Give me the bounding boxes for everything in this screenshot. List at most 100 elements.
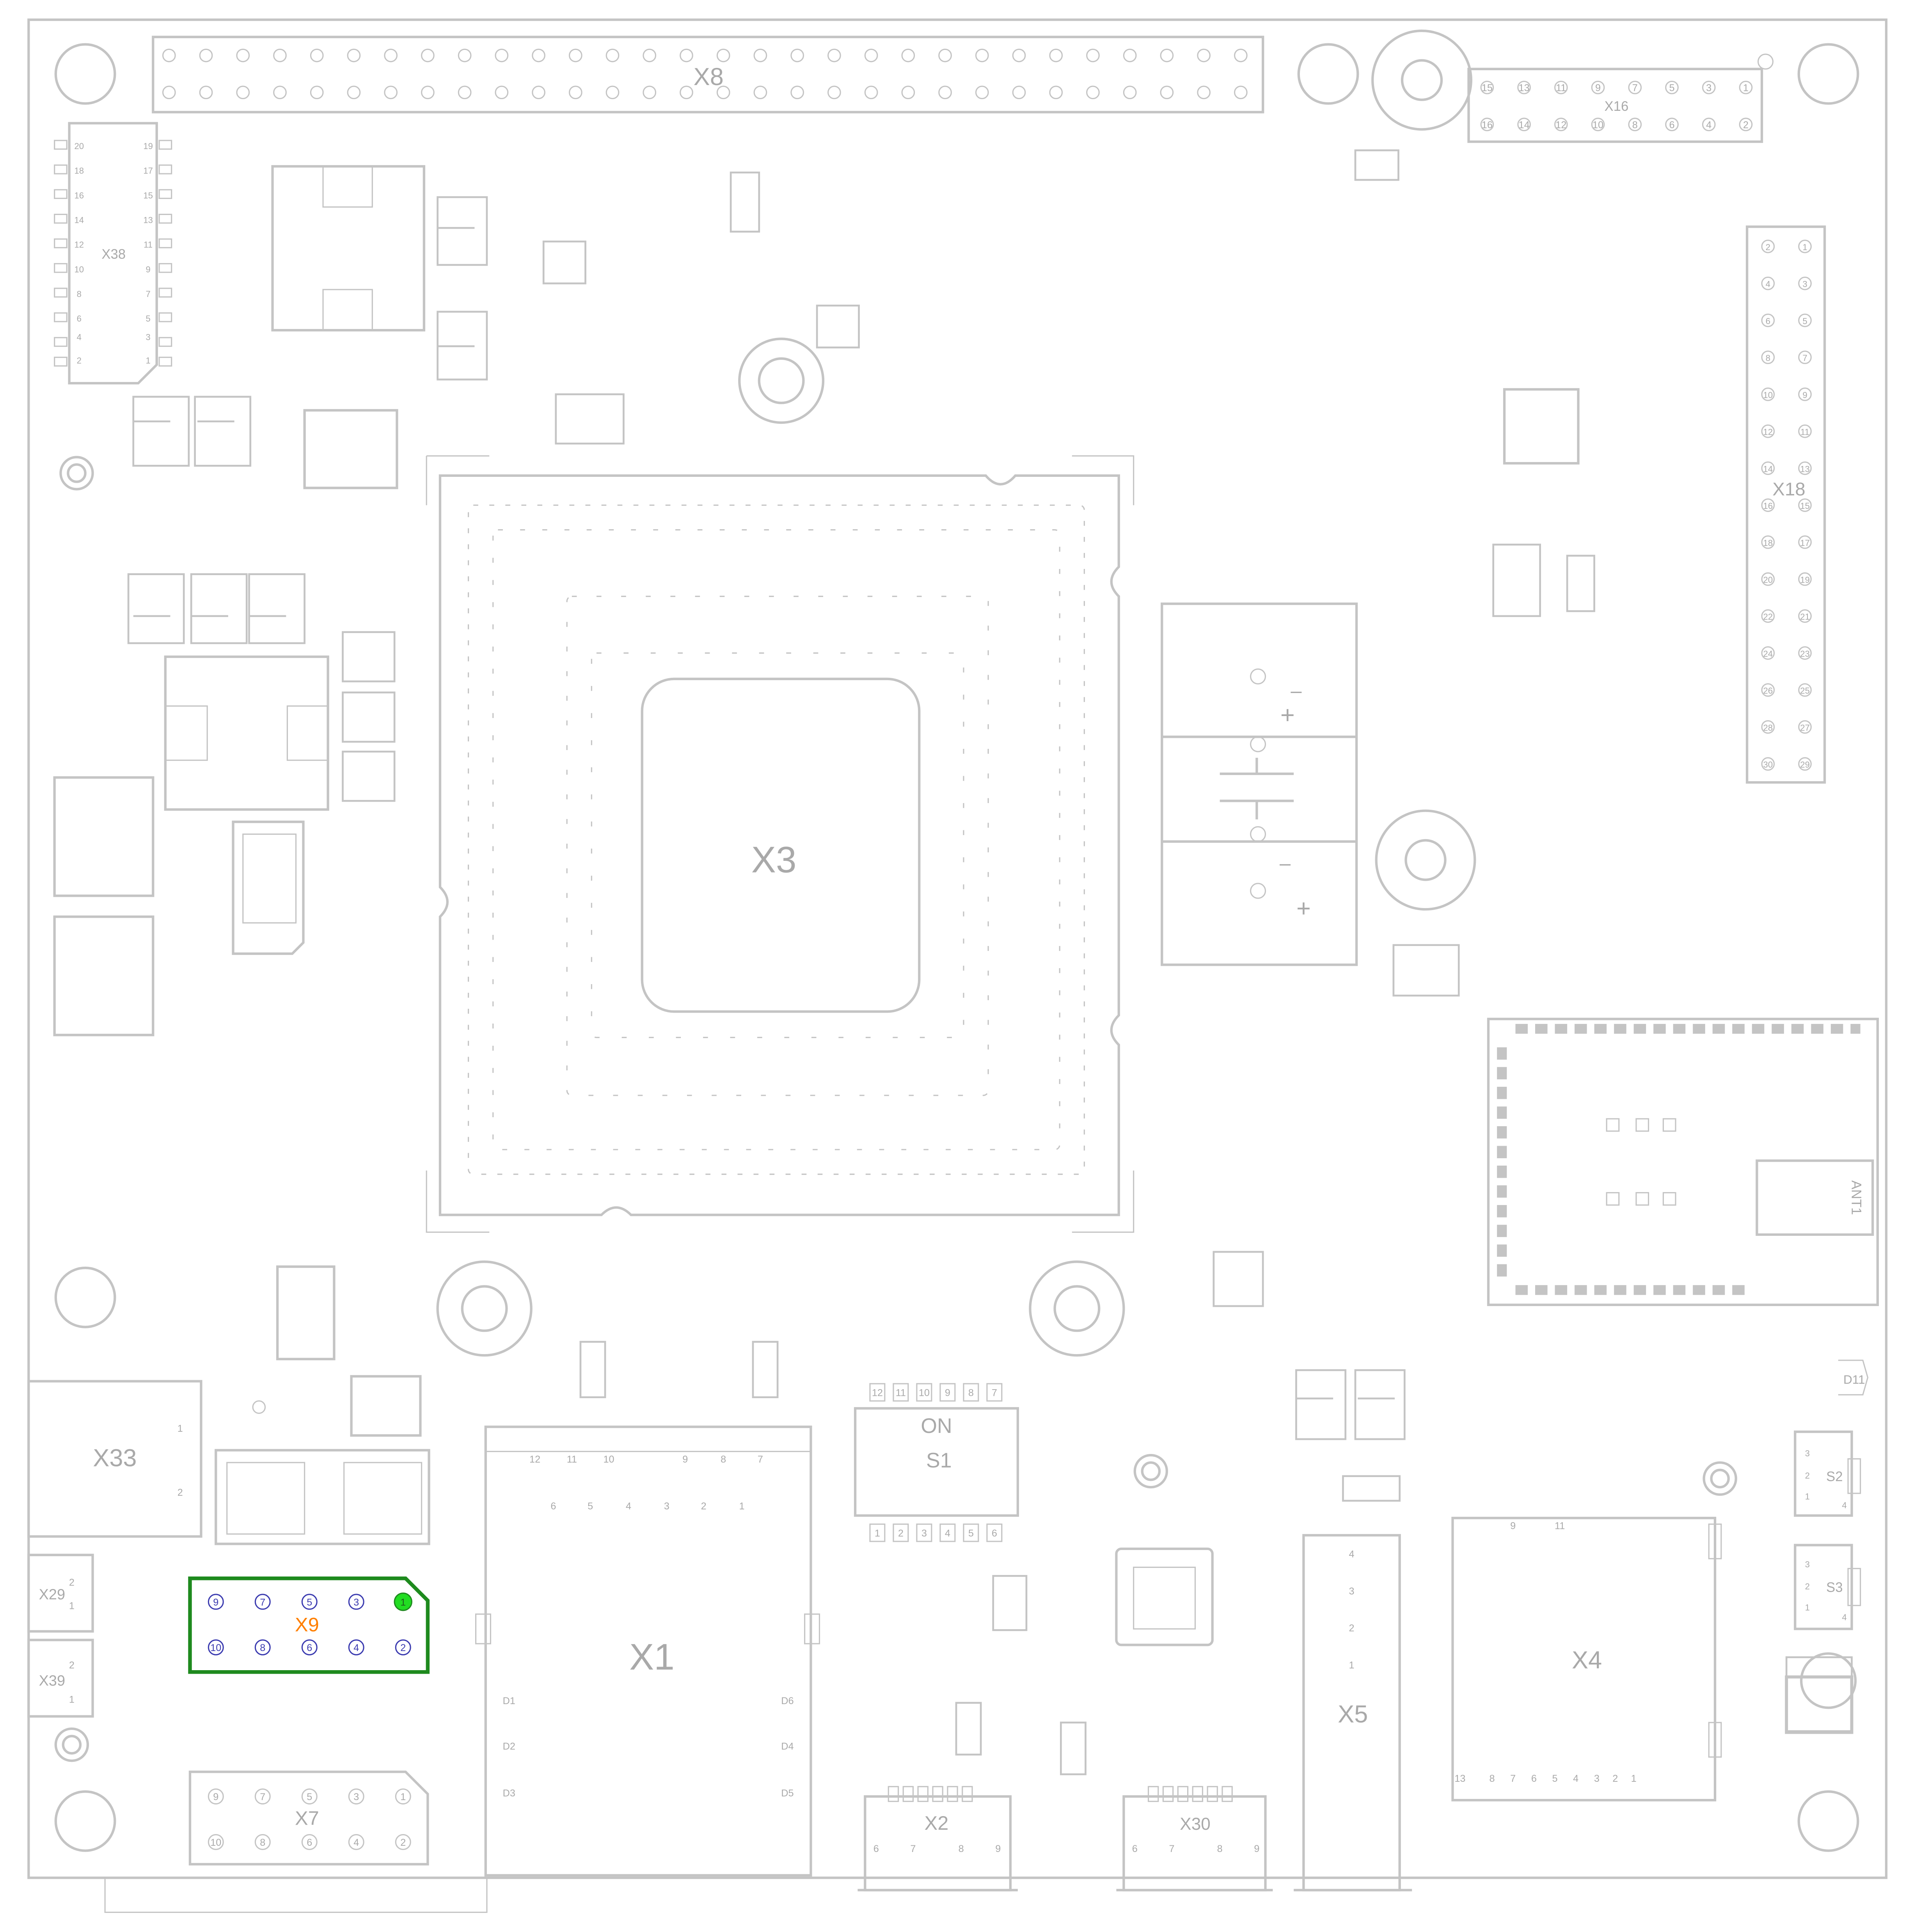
label-x5: X5: [1338, 1701, 1368, 1728]
s1-pin: 9: [945, 1387, 950, 1398]
x38-pin: 9: [146, 265, 150, 274]
label-ant1: ANT1: [1848, 1180, 1863, 1215]
s1-pin: 2: [898, 1528, 904, 1539]
x18-pin: 10: [1763, 390, 1773, 400]
power-capacitor-block: [1161, 603, 1358, 966]
x38-pin: 1: [146, 355, 150, 365]
s3-pin: 4: [1842, 1612, 1846, 1622]
label-plus-2: +: [1296, 895, 1311, 922]
ic-square-top-right: [1503, 388, 1580, 465]
x18-pin: 3: [1802, 279, 1807, 289]
x18-pin: 23: [1800, 649, 1810, 659]
connector-x4: [1451, 1516, 1722, 1802]
s3-pin: 2: [1805, 1582, 1810, 1591]
x1-pin: 6: [550, 1501, 556, 1512]
x30-pin: 6: [1132, 1843, 1138, 1854]
s2-pin: 1: [1805, 1492, 1810, 1502]
x5-pin: 3: [1349, 1586, 1355, 1597]
x5-pin: 1: [1349, 1660, 1355, 1671]
label-x9: X9: [295, 1614, 319, 1636]
x16-pin: 7: [1632, 83, 1638, 94]
x1-pin: 1: [739, 1501, 745, 1512]
x7-pin-2: 2: [400, 1837, 406, 1848]
connector-x8: [152, 36, 1264, 114]
passive-components: [127, 149, 1854, 1776]
label-x29: X29: [39, 1586, 65, 1603]
x18-pin: 20: [1763, 575, 1773, 585]
x7-pin-5: 5: [307, 1792, 312, 1802]
x16-pin: 15: [1482, 83, 1493, 94]
x38-pin: 11: [144, 240, 153, 250]
x18-pin: 8: [1766, 353, 1770, 363]
x38-pin: 15: [143, 190, 153, 200]
x18-pin: 13: [1800, 464, 1810, 474]
x2-pin-numbers: 6 7 8 9: [873, 1843, 1001, 1854]
small-connector-pin-numbers: 1 2 2 1 2 1: [69, 1423, 183, 1705]
x16-pin: 3: [1706, 83, 1711, 94]
x2-pin: 7: [910, 1843, 916, 1854]
connector-x3-socket: [426, 455, 1134, 1233]
x18-pin: 24: [1763, 649, 1773, 659]
x4-pin: 8: [1489, 1773, 1495, 1784]
s1-pin: 8: [968, 1387, 974, 1398]
pin-number-labels: 9 7 5 3 1 10 8 6 4 2 9 7 5 3 1 10 8 6 4 …: [69, 83, 1847, 1854]
x18-pin: 11: [1800, 427, 1809, 437]
s1-pin: 11: [896, 1387, 906, 1398]
x1-pin: 4: [626, 1501, 631, 1512]
x4-pin: 9: [1510, 1520, 1516, 1531]
label-x16: X16: [1605, 99, 1629, 114]
label-x30: X30: [1180, 1815, 1211, 1834]
x38-pin: 8: [77, 289, 82, 299]
s1-pin: 3: [921, 1528, 927, 1539]
x18-pin-numbers: 2 4 6 8 10 12 14 16 18 20 22 24 26 28 30…: [1763, 242, 1809, 770]
label-x7: X7: [295, 1807, 319, 1829]
label-x33: X33: [93, 1444, 137, 1472]
label-d11: D11: [1843, 1372, 1865, 1386]
label-s3: S3: [1826, 1580, 1843, 1595]
x7-pin-9: 9: [213, 1792, 218, 1802]
connector-x16: [1467, 53, 1774, 143]
x16-pin: 10: [1593, 119, 1603, 130]
x16-pin: 16: [1482, 119, 1493, 130]
x18-pin: 6: [1766, 316, 1770, 326]
x1-pin-numbers: 12 11 10 9 8 7 6 5 4 3 2 1 D1 D2 D3 D6 D…: [503, 1454, 794, 1799]
x1-pin: D5: [781, 1788, 794, 1799]
s2-pin: 4: [1842, 1500, 1846, 1510]
x18-pin: 18: [1763, 538, 1773, 548]
x38-pin: 17: [143, 166, 153, 176]
x1-pin: 10: [604, 1454, 614, 1465]
x5-pin: 4: [1349, 1549, 1355, 1560]
x1-pin: 12: [529, 1454, 540, 1465]
connector-x30: [1116, 1786, 1273, 1891]
x4-pin: 6: [1531, 1773, 1537, 1784]
x18-pin: 5: [1802, 316, 1807, 326]
x1-pin: 11: [567, 1454, 577, 1465]
x33-pin: 2: [178, 1487, 183, 1498]
x18-pin: 29: [1800, 760, 1810, 770]
x38-pin: 6: [77, 314, 82, 323]
x18-pin: 9: [1802, 390, 1807, 400]
connector-x9-highlighted[interactable]: [188, 1577, 430, 1674]
x1-pin: D6: [781, 1696, 794, 1706]
x18-pin: 15: [1800, 501, 1810, 511]
x38-pin: 18: [75, 166, 84, 176]
x5-pin: 2: [1349, 1623, 1355, 1634]
x9-pin-10: 10: [210, 1642, 221, 1653]
connector-x7: [188, 1770, 429, 1866]
x38-pin-numbers: 20 18 16 14 12 10 8 6 4 2 19 17 15 13 11…: [75, 141, 153, 365]
x38-pin: 12: [75, 240, 84, 250]
x1-pin: 9: [682, 1454, 688, 1465]
x16-pin: 1: [1743, 83, 1749, 94]
x38-pin: 7: [146, 289, 150, 299]
x38-pin: 10: [75, 265, 84, 274]
x7-pin-4: 4: [353, 1837, 359, 1848]
x39-pin: 1: [69, 1694, 75, 1705]
x9-pin-numbers: 9 7 5 3 1 10 8 6 4 2: [210, 1597, 406, 1653]
x38-pin: 4: [77, 332, 82, 342]
x1-pin: 8: [721, 1454, 726, 1465]
x9-pin-4: 4: [353, 1642, 359, 1653]
x18-pin: 22: [1763, 612, 1773, 622]
x1-pin: D3: [503, 1788, 515, 1799]
ic-qfn-center: [1115, 1547, 1214, 1646]
